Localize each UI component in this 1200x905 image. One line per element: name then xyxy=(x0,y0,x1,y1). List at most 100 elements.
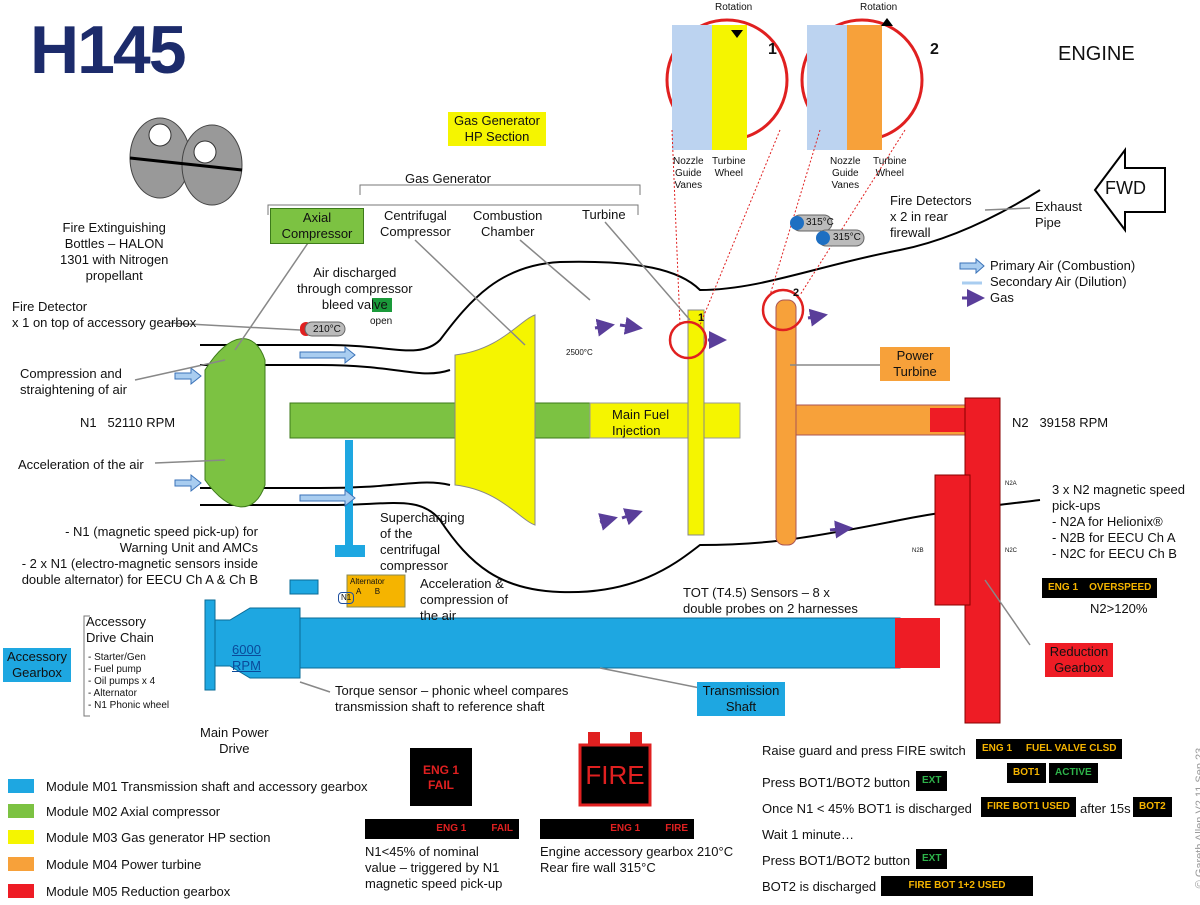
n2-rpm: N2 39158 RPM xyxy=(1012,415,1109,430)
turbine-inset-1 xyxy=(665,18,789,150)
cas-active: ACTIVE xyxy=(1049,763,1098,783)
turbine-inset-2 xyxy=(800,18,924,150)
n2b-sensor: N2B xyxy=(912,548,924,554)
overspeed-note: N2>120% xyxy=(1090,601,1148,616)
legend-swatch-m02 xyxy=(8,804,34,818)
primary-air-arrows xyxy=(174,257,985,508)
turbine-label: Turbine xyxy=(582,207,626,222)
legend-m02: Module M02 Axial compressor xyxy=(46,804,221,819)
bleed-state: open xyxy=(370,316,393,327)
fwd-arrow-icon xyxy=(1093,147,1166,233)
procedure-step-5: Press BOT1/BOT2 button xyxy=(762,853,911,868)
legend-swatch-m03 xyxy=(8,830,34,844)
n1-rpm: N1 52110 RPM xyxy=(80,415,176,430)
procedure-step-6: BOT2 is discharged xyxy=(762,879,877,894)
circle-number-2: 2 xyxy=(793,287,800,299)
acceleration-label: Acceleration of the air xyxy=(18,457,144,472)
fwd-label: FWD xyxy=(1105,178,1146,198)
cas-bot1: BOT1 xyxy=(1007,763,1046,783)
procedure-step-3: Once N1 < 45% BOT1 is discharged xyxy=(762,801,972,816)
procedure-step-2: Press BOT1/BOT2 button xyxy=(762,775,911,790)
gas-generator-label: Gas Generator xyxy=(405,171,491,186)
rear-temp-2: 315°C xyxy=(833,232,861,243)
legend-m01: Module M01 Transmission shaft and access… xyxy=(46,779,368,794)
cas-fuel-valve-clsd: ENG 1 FUEL VALVE CLSD xyxy=(976,739,1123,759)
centrifugal-compressor xyxy=(454,314,536,526)
logo: H145 xyxy=(30,12,187,88)
cas-bot2: BOT2 xyxy=(1133,797,1172,817)
bleed-valve-open-icon xyxy=(372,298,392,312)
cas-fire-bot1-used: FIRE BOT1 USED xyxy=(981,797,1076,817)
legend-swatch-m01 xyxy=(8,779,34,793)
legend-m03: Module M03 Gas generator HP section xyxy=(46,830,271,845)
transmission-shaft xyxy=(289,617,901,669)
rotation-label-1: Rotation xyxy=(715,2,753,13)
cas-eng-fire: ENG 1 FIRE xyxy=(540,819,694,839)
fire-warning-label: FIRE xyxy=(585,760,645,790)
inset-number-1: 1 xyxy=(768,41,777,58)
fire-detector-temp: 210°C xyxy=(313,324,341,335)
fire-warning-icon xyxy=(578,743,652,807)
after-15s: after 15s xyxy=(1080,801,1131,816)
cas-eng-fail: ENG 1 FAIL xyxy=(365,819,519,839)
copyright: © Gareth Allen V2.11 Sep 23 xyxy=(1194,747,1200,889)
procedure-step-4: Wait 1 minute… xyxy=(762,827,854,842)
flame-temp: 2500°C xyxy=(566,348,593,357)
rear-temp-1: 315°C xyxy=(806,217,834,228)
page-title: ENGINE xyxy=(1058,43,1135,65)
hp-turbine xyxy=(687,309,705,536)
flow-legend: Primary Air (Combustion)Secondary Air (D… xyxy=(990,258,1136,305)
cas-ext-1: EXT xyxy=(916,771,948,791)
reduction-gear-large xyxy=(964,397,1001,724)
legend-swatch-m05 xyxy=(8,884,34,898)
legend-m05: Module M05 Reduction gearbox xyxy=(46,884,231,899)
drive-items-list: - Starter/Gen- Fuel pump- Oil pumps x 4-… xyxy=(88,652,170,711)
rotation-label-2: Rotation xyxy=(860,2,898,13)
inset-number-2: 2 xyxy=(930,41,939,58)
cas-fire-bot-1-2-used: FIRE BOT 1+2 USED xyxy=(881,876,1033,896)
accessory-gearbox-label: Accessory Gearbox xyxy=(3,648,71,682)
fire-bottles-icon xyxy=(129,117,243,206)
n2c-sensor: N2C xyxy=(1005,548,1018,554)
gas-flow-arrows xyxy=(594,308,853,539)
n1-shaft xyxy=(289,402,591,439)
power-turbine xyxy=(775,299,797,546)
procedure-step-1: Raise guard and press FIRE switch xyxy=(762,743,966,758)
cas-ext-2: EXT xyxy=(916,849,948,869)
legend-swatch-m04 xyxy=(8,857,34,871)
legend-m04: Module M04 Power turbine xyxy=(46,857,202,872)
engine-casing xyxy=(200,189,1041,594)
n1-sensor-small: N1 xyxy=(338,592,355,604)
n2a-sensor: N2A xyxy=(1005,481,1017,487)
